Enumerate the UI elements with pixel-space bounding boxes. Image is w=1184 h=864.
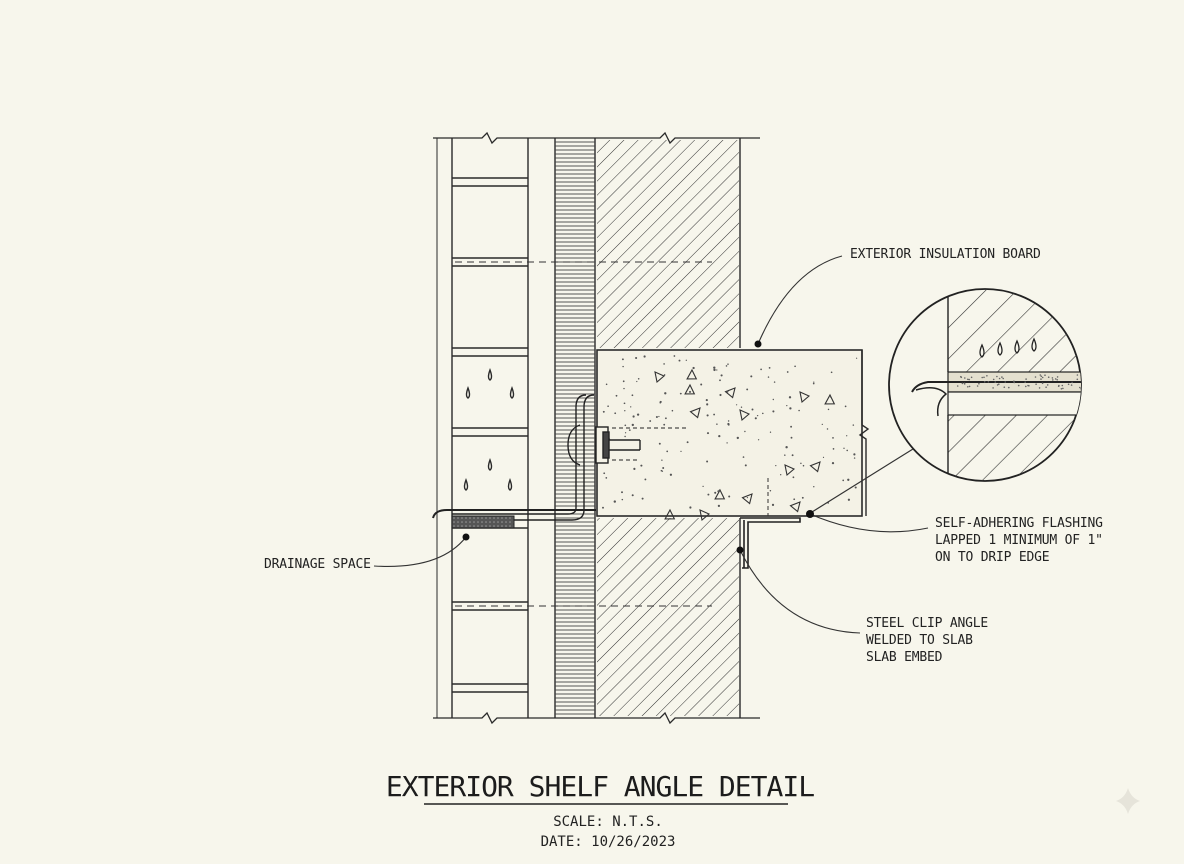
concrete-slab [596, 349, 870, 522]
brick-veneer [436, 138, 529, 718]
break-lines [433, 131, 760, 725]
backup-wall [597, 138, 741, 718]
label-flashing-line-2: LAPPED 1 MINIMUM OF 1" [935, 533, 1103, 548]
steel-clip-angle [740, 517, 801, 569]
dashed-course-lines [455, 261, 712, 607]
drawing-date: DATE: 10/26/2023 [541, 834, 676, 850]
drip-edge-flashing [432, 509, 596, 529]
drawing-scale: SCALE: N.T.S. [553, 814, 663, 830]
label-clip-angle-line-3: SLAB EMBED [866, 650, 943, 665]
leader-endpoints [462, 340, 814, 554]
label-flashing-line-1: SELF-ADHERING FLASHING [935, 516, 1103, 531]
label-flashing-line-3: ON TO DRIP EDGE [935, 550, 1049, 565]
label-clip-angle-line-2: WELDED TO SLAB [866, 633, 973, 648]
enlarged-detail-callout [811, 288, 1082, 513]
label-insulation-board: EXTERIOR INSULATION BOARD [850, 247, 1041, 262]
label-drainage-space: DRAINAGE SPACE [264, 557, 371, 572]
sparkle-icon [1116, 788, 1140, 814]
drawing-title: EXTERIOR SHELF ANGLE DETAIL [386, 770, 814, 803]
label-clip-angle-line-1: STEEL CLIP ANGLE [866, 616, 988, 631]
leader-lines [373, 255, 929, 634]
